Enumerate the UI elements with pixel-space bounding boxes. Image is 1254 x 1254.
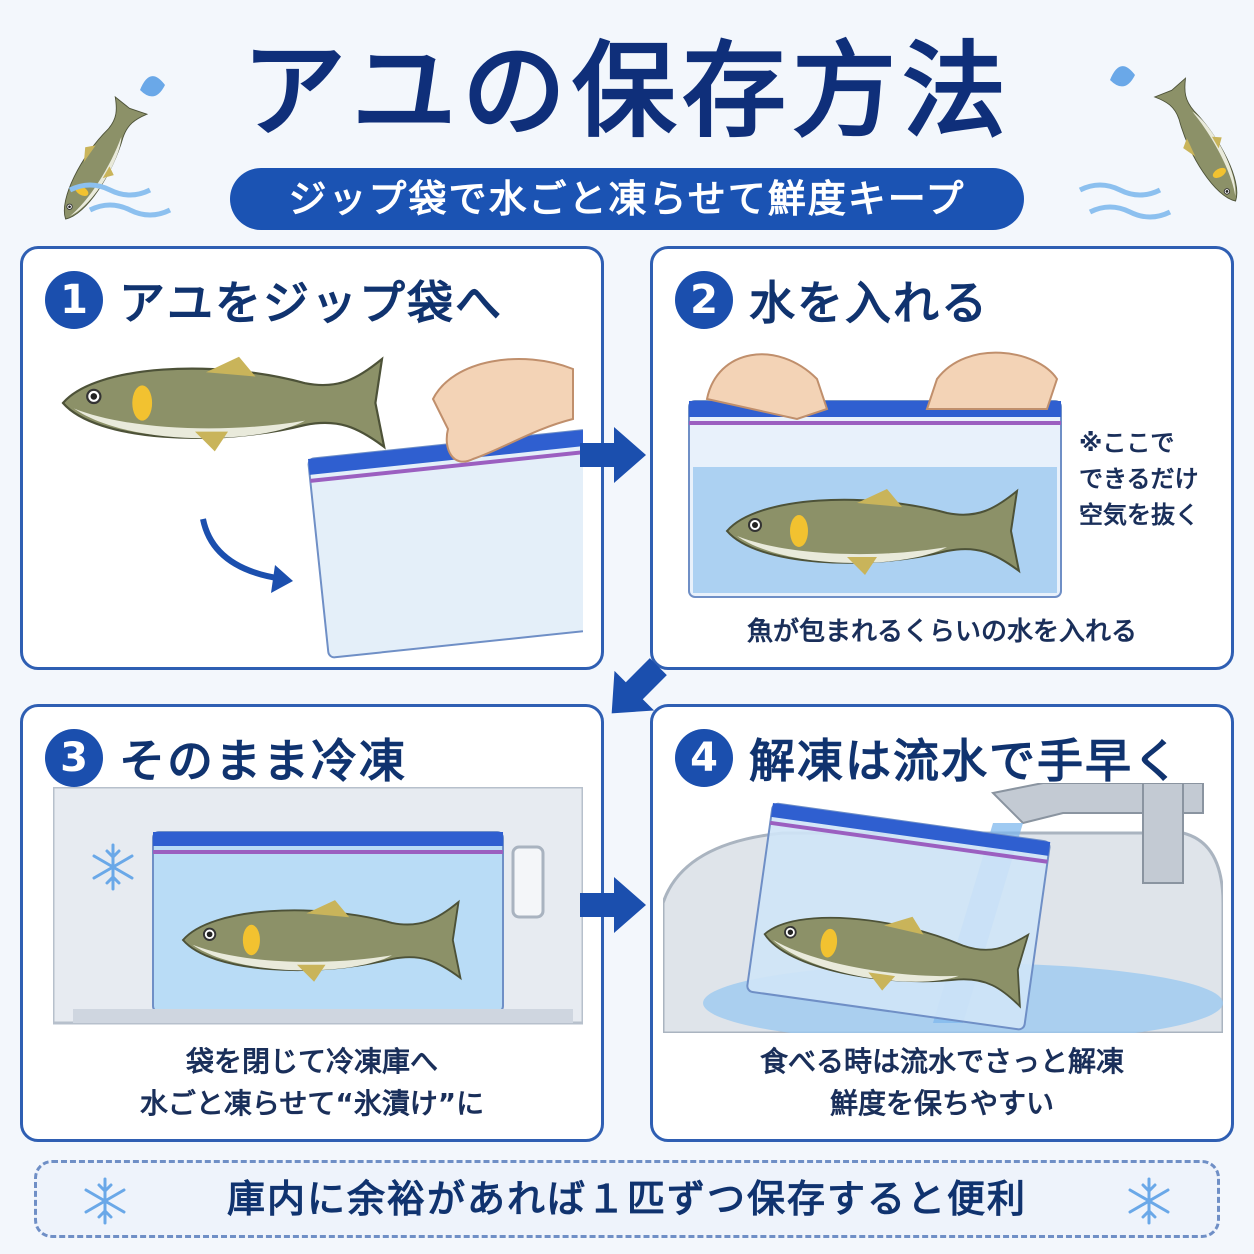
step-header: 4 解凍は流水で手早く — [675, 725, 1181, 791]
sink-thawing-illustration — [663, 783, 1223, 1033]
step-panel-1: 1 アユをジップ袋へ — [20, 246, 604, 670]
arrow-right-icon — [580, 877, 646, 933]
step-title: 水を入れる — [749, 276, 989, 330]
step-number: 1 — [45, 271, 103, 329]
fish-decoration-left — [48, 76, 172, 230]
fish-and-bag-illustration — [61, 355, 583, 659]
step-header: 1 アユをジップ袋へ — [45, 267, 503, 333]
page-title: アユの保存方法 — [241, 30, 1012, 152]
step-caption: 食べる時は流水でさっと解凍 鮮度を保ちやすい — [759, 1045, 1124, 1120]
step-caption: 魚が包まれるくらいの水を入れる — [746, 617, 1137, 647]
step-title: アユをジップ袋へ — [119, 276, 503, 330]
step-panel-3: 3 そのまま冷凍 袋を閉じて冷凍庫へ 水ごと凍らせて“氷漬け”に — [20, 704, 604, 1142]
freezer-illustration — [53, 787, 583, 1025]
bag-with-water-illustration — [688, 351, 1062, 598]
fish-decoration-right — [1078, 66, 1240, 220]
air-removal-note: ※ここで できるだけ 空気を抜く — [1079, 429, 1199, 529]
step-number: 4 — [675, 729, 733, 787]
step-title: 解凍は流水で手早く — [749, 734, 1181, 788]
step-number: 3 — [45, 729, 103, 787]
step-header: 3 そのまま冷凍 — [45, 725, 407, 791]
arrow-down-left-icon — [591, 646, 679, 734]
step-caption: 袋を閉じて冷凍庫へ 水ごと凍らせて“氷漬け”に — [139, 1045, 485, 1120]
page-subtitle: ジップ袋で水ごと凍らせて鮮度キープ — [230, 168, 1024, 230]
footer-text: 庫内に余裕があれば１匹ずつ保存すると便利 — [226, 1177, 1027, 1221]
step-title: そのまま冷凍 — [119, 734, 407, 788]
step-panel-2: 2 水を入れる ※ここで できるだけ 空気を抜く 魚が包まれるくらいの水を入れる — [650, 246, 1234, 670]
step-number: 2 — [675, 271, 733, 329]
snowflake-icon — [1128, 1177, 1170, 1225]
step-header: 2 水を入れる — [675, 267, 989, 333]
arrow-right-icon — [580, 427, 646, 483]
footer-tip: 庫内に余裕があれば１匹ずつ保存すると便利 — [34, 1160, 1220, 1238]
step-panel-4: 4 解凍は流水で手早く 食べる時は流水でさっと解凍 鮮度を保ちやすい — [650, 704, 1234, 1142]
